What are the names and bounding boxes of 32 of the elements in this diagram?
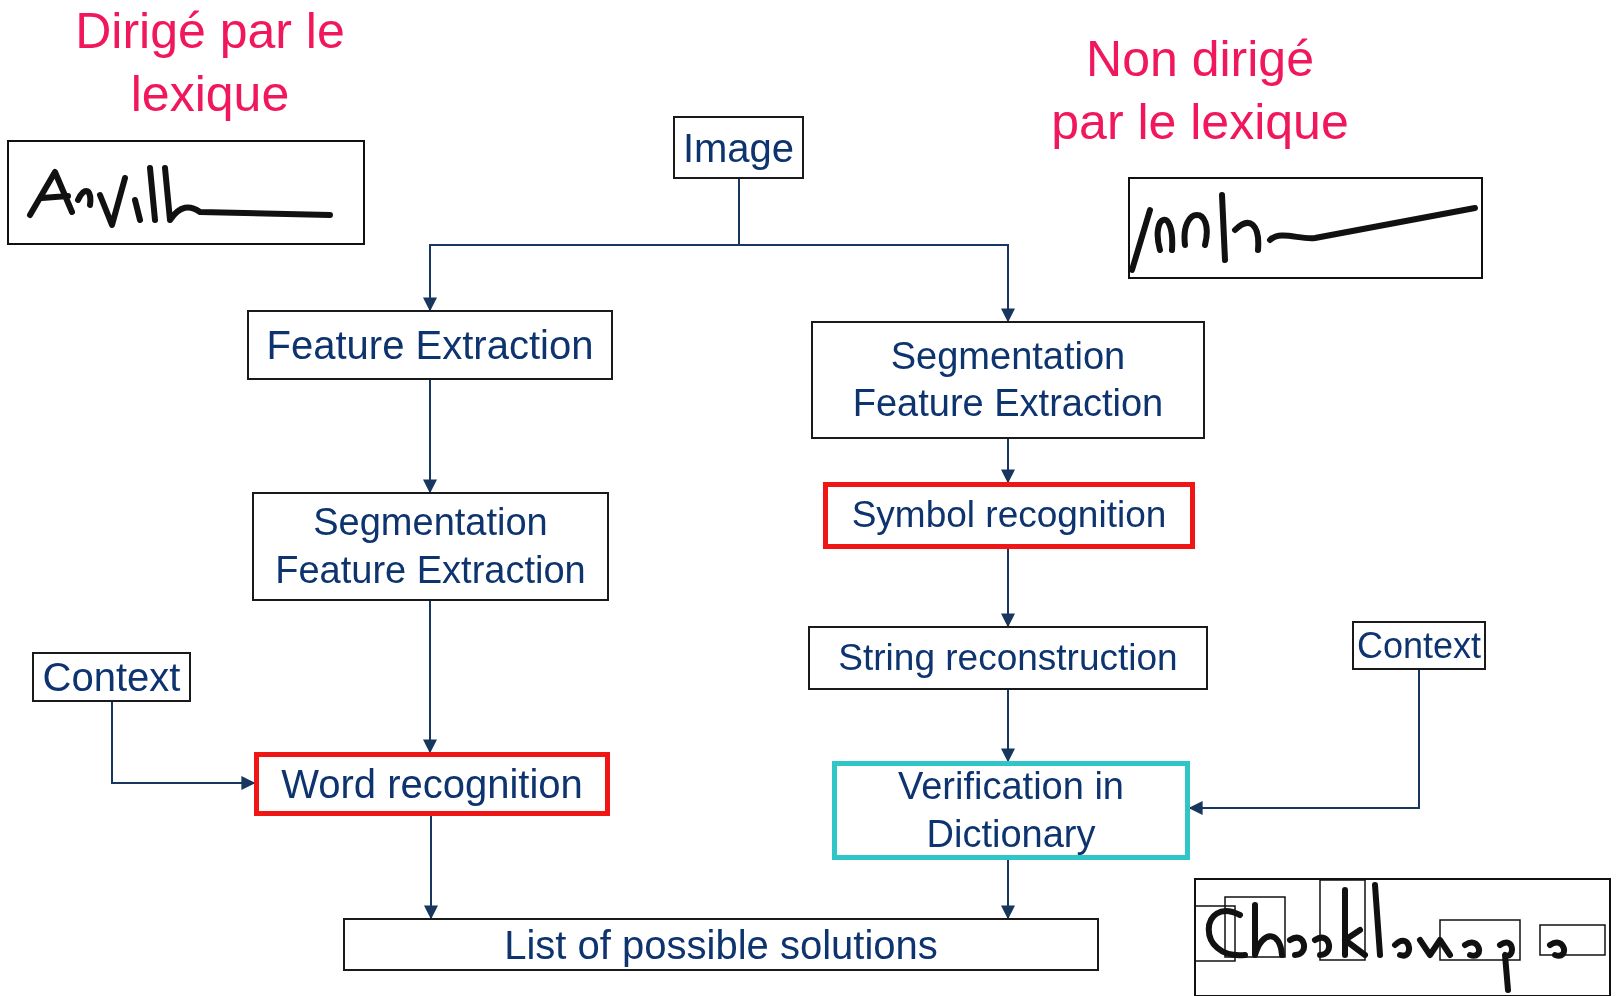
process-box [808,626,1208,690]
arrow [111,701,256,790]
arrow [423,379,437,494]
arrow [1001,689,1015,763]
box-label: Symbol recognition [851,493,1167,538]
arrow [1001,438,1015,484]
arrow [423,600,437,754]
box-label: Segmentation Feature Extraction [274,500,587,593]
process-box [823,482,1195,549]
arrow [424,815,438,920]
heading: Non dirigé par le lexique [1051,31,1349,150]
process-box [32,652,191,702]
process-box [832,761,1190,860]
heading: Dirigé par le lexique [75,3,345,122]
box-label: Word recognition [281,761,583,808]
box-label: Segmentation Feature Extraction [851,333,1165,426]
box-label: Feature Extraction [266,322,594,369]
arrow [1001,859,1015,920]
process-box [673,116,804,179]
process-box [252,492,609,601]
process-box [343,918,1099,971]
process-box [247,310,613,380]
box-label: Context [1356,624,1482,668]
process-box [254,752,610,816]
box-label: Image [682,124,795,172]
box-label: String reconstruction [838,635,1178,680]
process-box [811,321,1205,439]
arrow [1001,548,1015,628]
box-label: List of possible solutions [504,921,938,969]
box-label: Context [42,654,181,701]
box-label: Verification in Dictionary [897,764,1125,857]
arrow [1188,669,1420,815]
